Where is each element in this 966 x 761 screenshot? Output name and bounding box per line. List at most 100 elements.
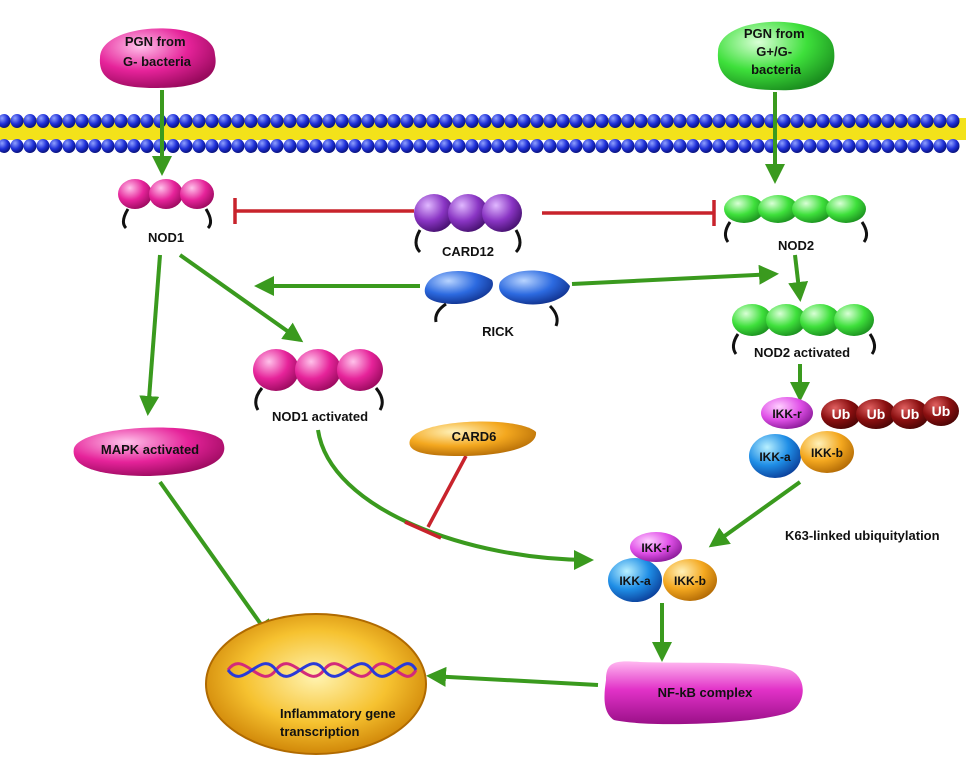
membrane-bead [660,139,674,153]
membrane-bead [517,114,531,128]
membrane-bead [530,139,544,153]
ikk-complex: IKK-r IKK-a IKK-b [608,532,717,602]
membrane-bead [361,114,375,128]
membrane-bead [244,139,258,153]
membrane-bead [166,114,180,128]
membrane-bead [166,139,180,153]
membrane-bead [270,139,284,153]
ub-4-label: Ub [932,403,951,419]
membrane-bead [88,114,102,128]
membrane-bead [179,139,193,153]
membrane-bead [686,114,700,128]
membrane-bead [88,139,102,153]
ikk-b-top-label: IKK-b [811,446,843,460]
membrane-bead [621,114,635,128]
dna-helix-icon [226,662,418,678]
membrane-bead [634,139,648,153]
membrane-bead [751,114,765,128]
nfkb-label: NF-kB complex [658,685,753,700]
membrane-bead [205,139,219,153]
membrane-bead [582,114,596,128]
membrane-bead [816,114,830,128]
ikk-b-label: IKK-b [674,574,706,588]
membrane-bead [777,114,791,128]
membrane-bead [348,114,362,128]
membrane-bead [10,114,24,128]
rick: RICK [424,270,570,339]
membrane-bead [647,114,661,128]
membrane-bead [842,114,856,128]
membrane-bead [400,139,414,153]
membrane-bead [101,139,115,153]
membrane-bead [712,139,726,153]
membrane-bead [491,139,505,153]
membrane-bead [465,139,479,153]
membrane-bead [634,114,648,128]
membrane-bead [49,114,63,128]
svg-text:PGN from G+/G- bac: PGN from G+/G- bacteria [744,26,808,77]
membrane-bead [36,139,50,153]
membrane-bead [660,114,674,128]
membrane-bead [413,139,427,153]
membrane-bead [504,139,518,153]
membrane-bead [946,139,960,153]
membrane-bead [582,139,596,153]
membrane-bead [296,114,310,128]
arrow-k63-to-ikk-complex [708,480,802,548]
membrane-bead [296,139,310,153]
nucleus-transcription: Inflammatory gene transcription [205,613,427,755]
cell-membrane [0,114,966,153]
membrane-bead [803,139,817,153]
k63-label: K63-linked ubiquitylation [785,528,940,543]
membrane-bead [283,114,297,128]
membrane-bead [335,139,349,153]
pgn-gpos-line2: G+/G- [756,44,792,59]
membrane-bead [114,139,128,153]
card12: CARD12 [414,194,522,259]
nod1-activated-label: NOD1 activated [272,409,368,424]
membrane-bead [452,139,466,153]
membrane-bead [205,114,219,128]
pgn-gneg-line1: PGN from [125,34,186,49]
membrane-bead [361,139,375,153]
membrane-bead [114,114,128,128]
membrane-bead [556,114,570,128]
membrane-bead [127,139,141,153]
svg-text:PGN from G- bacteria: PGN from G- bacteria [123,34,192,69]
membrane-bead [933,114,947,128]
membrane-bead [75,114,89,128]
nod1-activated: NOD1 activated [253,349,384,424]
nfkb-complex: NF-kB complex [604,661,803,725]
membrane-bead [10,139,24,153]
membrane-bead [699,114,713,128]
pgn-gneg-line2: G- bacteria [123,54,192,69]
membrane-bead [543,139,557,153]
membrane-bead [855,139,869,153]
nod2-activated-label: NOD2 activated [754,345,850,360]
membrane-bead [140,139,154,153]
membrane-bead [725,139,739,153]
membrane-bead [504,114,518,128]
pgn-gpos-line1: PGN from [744,26,805,41]
membrane-bead [881,139,895,153]
nod2: NOD2 [723,195,869,253]
membrane-bead [894,114,908,128]
membrane-bead [192,114,206,128]
transcription-line1: Inflammatory gene [280,706,396,721]
membrane-bead [920,114,934,128]
membrane-bead [946,114,960,128]
membrane-bead [881,114,895,128]
arrow-nfkb-to-transcription [426,666,599,687]
membrane-bead [595,139,609,153]
ikk-r-top-label: IKK-r [772,407,802,421]
rick-label: RICK [482,324,514,339]
ub-2-label: Ub [867,406,886,422]
arrow-rick-to-nod2 [571,264,779,286]
card6: CARD6 [409,421,537,456]
membrane-bead [335,114,349,128]
membrane-bead [478,114,492,128]
membrane-bead [192,139,206,153]
membrane-bead [231,114,245,128]
membrane-bead [712,114,726,128]
membrane-bead [270,114,284,128]
